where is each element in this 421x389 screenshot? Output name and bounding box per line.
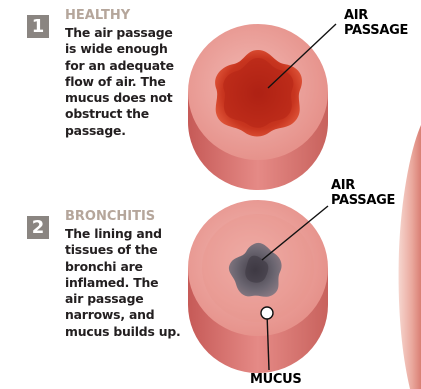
healthy-air-passage-label: AIR PASSAGE [344, 8, 408, 38]
healthy-heading: HEALTHY [65, 8, 130, 23]
callout-line: PASSAGE [331, 193, 395, 208]
bronchitis-description-line: The lining and [65, 226, 205, 242]
healthy-description-line: mucus does not [65, 90, 205, 106]
callout-line: AIR [331, 178, 395, 193]
background-tissue-strip [399, 125, 421, 389]
healthy-description-line: passage. [65, 123, 205, 139]
bronchitis-description-line: inflamed. The [65, 275, 205, 291]
bronchitis-heading: BRONCHITIS [65, 209, 155, 224]
step-number-badge-1: 1 [27, 15, 49, 38]
healthy-description-line: flow of air. The [65, 74, 205, 90]
healthy-description-line: obstruct the [65, 106, 205, 122]
mucus-label: MUCUS [250, 372, 301, 387]
bronchitis-bronchus-cross-section [188, 200, 328, 373]
healthy-bronchus-cross-section [188, 24, 328, 190]
mucus-pointer-dot [261, 307, 273, 319]
bronchitis-description-line: tissues of the [65, 242, 205, 258]
bronchitis-description: The lining and tissues of the bronchi ar… [65, 226, 205, 340]
callout-line: AIR [344, 8, 408, 23]
bronchitis-description-line: mucus builds up. [65, 324, 205, 340]
callout-line: PASSAGE [344, 23, 408, 38]
healthy-description-line: The air passage [65, 25, 205, 41]
bronchitis-air-passage-label: AIR PASSAGE [331, 178, 395, 208]
step-number-badge-2: 2 [27, 216, 49, 239]
bronchitis-description-line: air passage [65, 291, 205, 307]
healthy-description-line: for an adequate [65, 58, 205, 74]
bronchitis-description-line: narrows, and [65, 307, 205, 323]
healthy-description-line: is wide enough [65, 41, 205, 57]
bronchitis-description-line: bronchi are [65, 259, 205, 275]
healthy-description: The air passage is wide enough for an ad… [65, 25, 205, 139]
